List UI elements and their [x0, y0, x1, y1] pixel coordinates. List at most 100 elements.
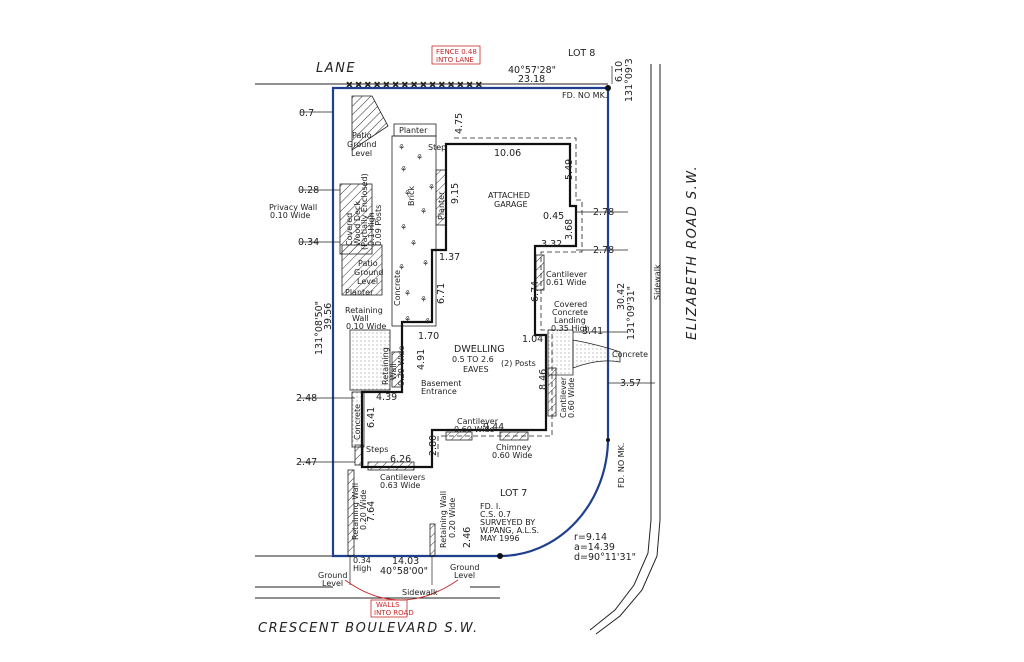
lot-8-label: LOT 8: [568, 48, 595, 59]
svg-text:⚘: ⚘: [428, 183, 435, 192]
lot-7-label: LOT 7: [500, 488, 527, 499]
dim-3-32: 3.32: [541, 239, 562, 250]
dim-6-41: 6.41: [366, 407, 377, 428]
svg-text:⚘: ⚘: [398, 143, 405, 152]
svg-text:ATTACHED: ATTACHED: [488, 191, 530, 200]
setback-e2: 2.78: [593, 245, 614, 256]
svg-text:Chimney: Chimney: [496, 443, 532, 452]
dim-6-74: 6.74: [530, 281, 541, 302]
retaining-wall-s: [429, 523, 436, 557]
survey-note: FD. I. C.S. 0.7 SURVEYED BY W.PANG, A.L.…: [480, 502, 539, 543]
retaining-wall-4-label: Retaining Wall 0.20 Wide: [439, 491, 457, 548]
svg-text:WALLS: WALLS: [376, 601, 400, 609]
steps-label: Steps: [366, 445, 388, 454]
svg-text:Covered: Covered: [554, 300, 587, 309]
svg-text:Wall: Wall: [352, 314, 369, 323]
setback-e4: 3.57: [620, 378, 641, 389]
elizabeth-road-label: ELIZABETH ROAD S.W.: [685, 165, 700, 340]
svg-text:⚘: ⚘: [404, 289, 411, 298]
patio-north-label: Patio Ground Level: [347, 131, 376, 158]
landing-label: Covered Concrete Landing 0.35 High: [551, 300, 590, 333]
svg-text:GARAGE: GARAGE: [494, 200, 528, 209]
brick-label: Brick: [407, 186, 416, 206]
dim-6-26: 6.26: [390, 454, 411, 465]
retaining-wall-2-label: Retaining Wall 0.20 Wide: [381, 346, 406, 386]
svg-text:⚘: ⚘: [404, 315, 411, 324]
retaining-wall-1-label: Retaining Wall 0.10 Wide: [345, 306, 386, 331]
svg-text:High: High: [353, 564, 371, 573]
svg-text:Cantilever: Cantilever: [559, 376, 568, 418]
fence-callout: FENCE 0.48 INTO LANE: [431, 45, 481, 65]
dim-4-75: 4.75: [454, 113, 465, 134]
dim-5-49: 5.49: [564, 159, 575, 180]
svg-text:0.5 TO 2.6: 0.5 TO 2.6: [452, 355, 494, 364]
concrete-west-label: Concrete: [353, 404, 362, 440]
svg-text:Retaining Wall: Retaining Wall: [439, 491, 448, 548]
curve-data: r=9.14 a=14.39 d=90°11'31": [574, 532, 636, 563]
dim-8-46: 8.46: [538, 369, 549, 390]
setback-e3: 3.41: [582, 326, 603, 337]
dim-2-46: 2.46: [462, 527, 473, 548]
svg-text:⚘: ⚘: [410, 239, 417, 248]
svg-text:0.20 Wide: 0.20 Wide: [397, 346, 406, 386]
ground-level-west-label: Ground Level: [318, 571, 347, 588]
dimension-lines: [300, 66, 655, 585]
west-bearing: 131°08'50": [314, 301, 325, 355]
planter-bottom-label: Planter: [345, 288, 374, 297]
svg-text:INTO LANE: INTO LANE: [436, 56, 474, 64]
svg-text:⚘: ⚘: [420, 295, 427, 304]
brick-area: [391, 135, 437, 327]
eaves-outline: [437, 137, 583, 460]
brick-pavers: ⚘⚘ ⚘⚘ ⚘⚘ ⚘⚘ ⚘⚘ ⚘⚘ ⚘⚘: [398, 143, 435, 326]
setback-w5: 2.47: [296, 457, 317, 468]
svg-text:Level: Level: [322, 579, 343, 588]
svg-text:Landing: Landing: [554, 316, 586, 325]
svg-text:INTO ROAD: INTO ROAD: [374, 609, 414, 617]
svg-text:Patio: Patio: [358, 259, 378, 268]
svg-text:DWELLING: DWELLING: [454, 344, 505, 355]
svg-text:0.20 Wide: 0.20 Wide: [359, 490, 368, 530]
retaining-wall-sw: [347, 469, 355, 557]
privacy-wall-label: Privacy Wall 0.10 Wide: [269, 203, 317, 220]
svg-text:0.61 Wide: 0.61 Wide: [546, 278, 586, 287]
svg-text:a=14.39: a=14.39: [574, 542, 615, 553]
svg-text:0.34: 0.34: [353, 556, 371, 565]
posts-label: (2) Posts: [501, 359, 536, 368]
planter-top-label: Planter: [399, 126, 428, 135]
sidewalk-east-label: Sidewalk: [653, 264, 662, 300]
dwelling-label: DWELLING 0.5 TO 2.6 EAVES: [452, 344, 505, 374]
svg-text:Level: Level: [351, 149, 372, 158]
svg-text:r=9.14: r=9.14: [574, 532, 607, 543]
east-top-distance: 6.10: [614, 61, 625, 82]
property-boundary: [331, 86, 610, 558]
svg-text:⚘: ⚘: [420, 207, 427, 216]
svg-text:⚘: ⚘: [416, 153, 423, 162]
svg-text:⚘: ⚘: [404, 189, 411, 198]
svg-text:Ground: Ground: [318, 571, 347, 580]
svg-text:⚘: ⚘: [424, 317, 431, 326]
step-label: Step: [428, 143, 446, 152]
crescent-boulevard-label: CRESCENT BOULEVARD S.W.: [258, 621, 479, 636]
dim-10-06: 10.06: [494, 148, 521, 159]
svg-text:W.PANG, A.L.S.: W.PANG, A.L.S.: [480, 526, 539, 535]
found-no-mark-right: FD. NO MK.: [617, 443, 626, 488]
north-distance: 23.18: [518, 74, 545, 85]
svg-text:⚘: ⚘: [400, 165, 407, 174]
walls-callout: WALLS INTO ROAD: [370, 599, 414, 618]
east-bearing: 131°09'31": [626, 286, 637, 340]
svg-text:Retaining: Retaining: [381, 347, 390, 385]
svg-text:MAY 1996: MAY 1996: [480, 534, 520, 543]
svg-text:Cantilever: Cantilever: [546, 270, 588, 279]
ground-level-east-label: Ground Level: [450, 563, 479, 580]
svg-text:d=90°11'31": d=90°11'31": [574, 552, 636, 563]
svg-text:Privacy Wall: Privacy Wall: [269, 203, 317, 212]
svg-text:EAVES: EAVES: [463, 365, 489, 374]
patio-south: [341, 244, 383, 296]
cantilevers-label: Cantilevers 0.63 Wide: [380, 473, 425, 490]
patio-south-label: Patio Ground Level: [354, 259, 383, 286]
dim-0-45: 0.45: [543, 211, 564, 222]
dim-4-91: 4.91: [416, 349, 427, 370]
dim-6-71: 6.71: [436, 283, 447, 304]
cantilever-2-label: Cantilever 0.60 Wide: [559, 376, 576, 418]
svg-text:0.1 High: 0.1 High: [367, 212, 376, 246]
